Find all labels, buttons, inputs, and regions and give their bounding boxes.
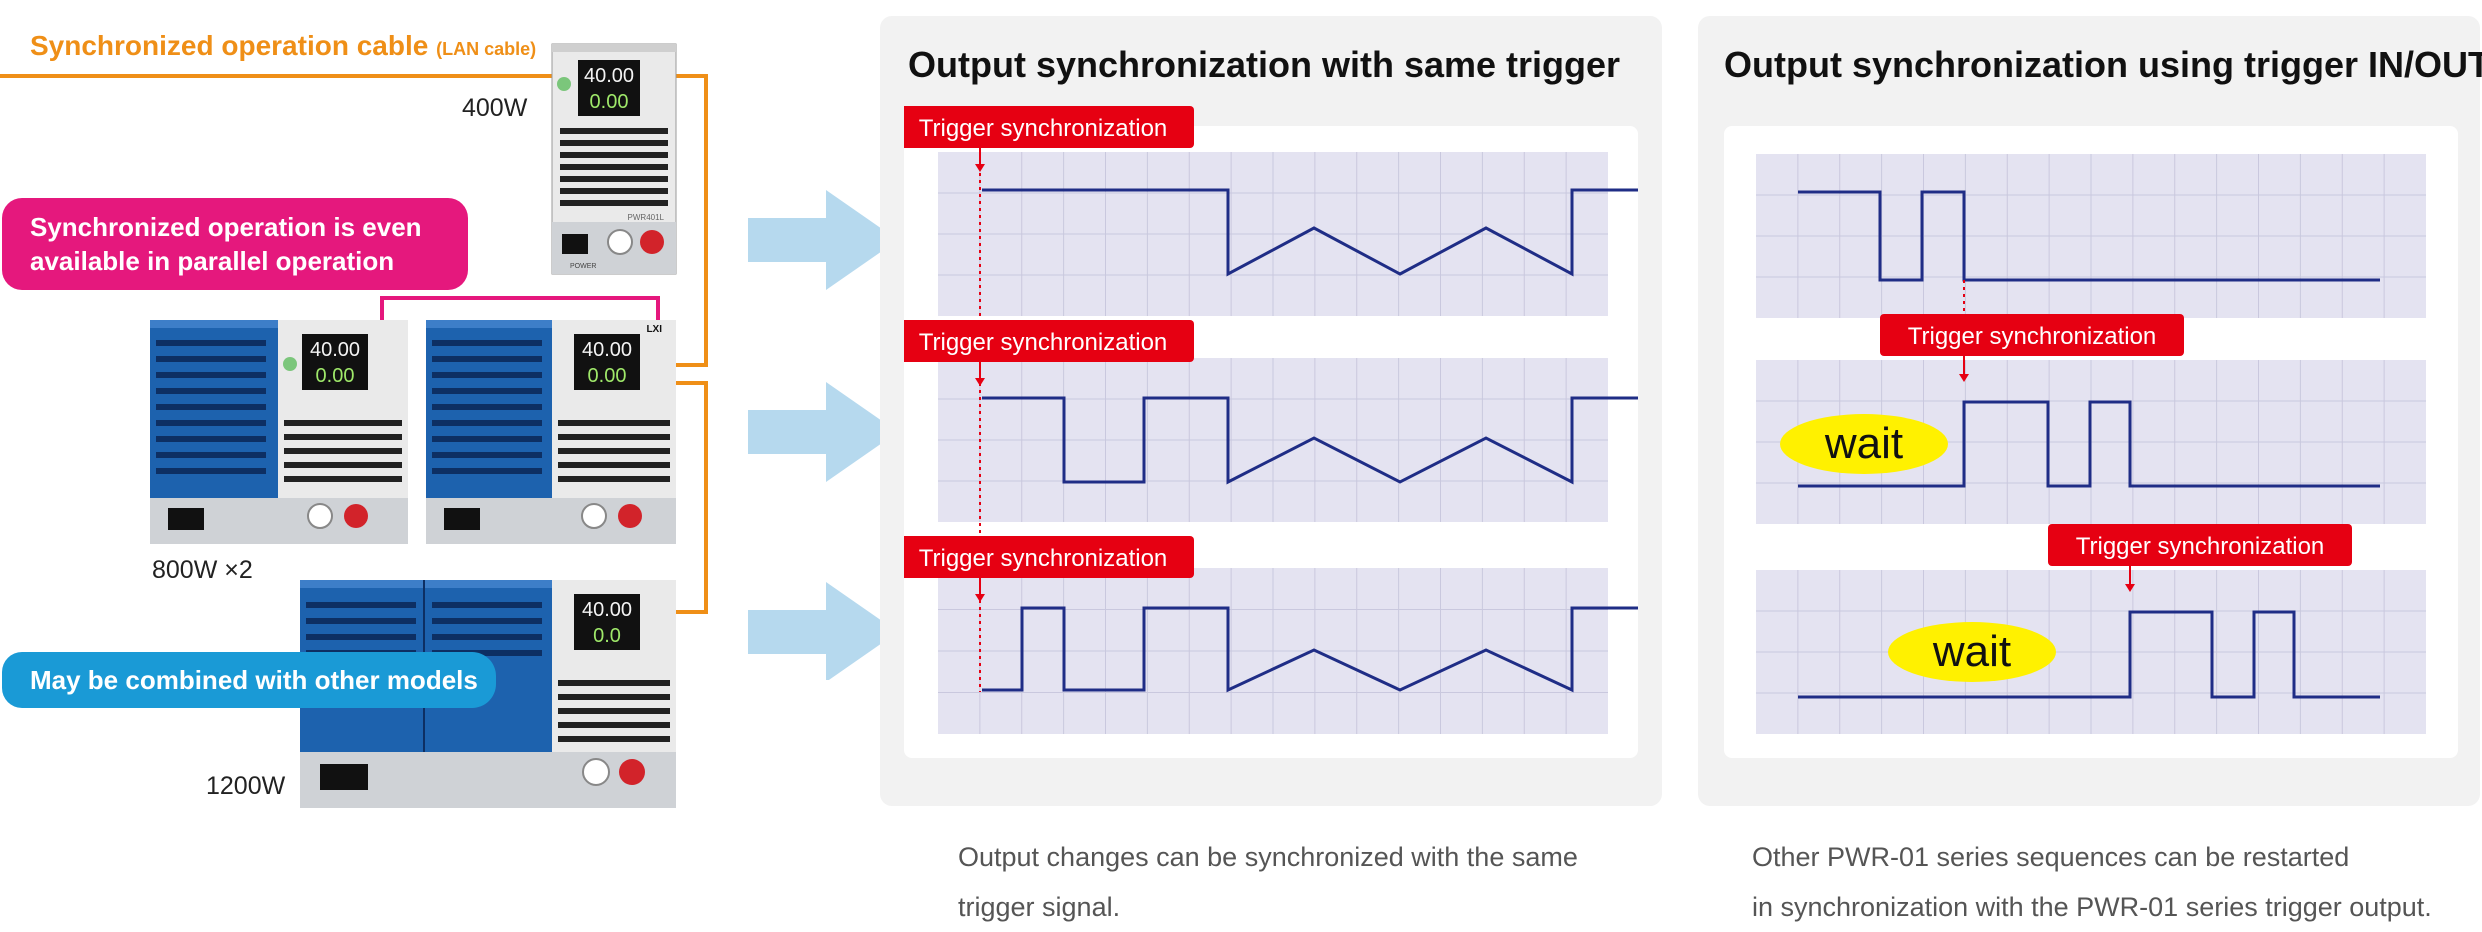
caption-same-trigger: Output changes can be synchronized with … <box>958 832 1638 932</box>
trigger-label-2: Trigger synchronization <box>904 320 1194 386</box>
svg-text:Trigger synchronization: Trigger synchronization <box>919 115 1168 142</box>
rating-400w: 400W <box>462 94 528 122</box>
svg-text:Trigger synchronization: Trigger synchronization <box>919 329 1168 356</box>
waveform-slave-1 <box>1798 400 2380 488</box>
flow-arrows <box>748 190 898 680</box>
trigger-io-diagram: Trigger synchronization Trigger synchron… <box>1756 154 2426 734</box>
trigger-label-in: Trigger synchronization <box>2048 524 2352 592</box>
rating-800w: 800W ×2 <box>152 556 253 584</box>
svg-text:0.00: 0.00 <box>588 365 627 387</box>
sync-cable-sublabel: (LAN cable) <box>436 39 537 59</box>
sync-cable-label: Synchronized operation cable (LAN cable) <box>30 30 537 61</box>
panel-same-trigger-title: Output synchronization with same trigger <box>908 44 1621 85</box>
display-voltage: 40.00 <box>584 65 634 87</box>
arrow-1 <box>748 190 898 290</box>
waveform-3 <box>982 606 1638 693</box>
svg-text:40.00: 40.00 <box>582 339 632 361</box>
svg-text:40.00: 40.00 <box>582 599 632 621</box>
caption-line: Output changes can be synchronized with … <box>958 842 1578 872</box>
svg-text:LXI: LXI <box>646 324 662 335</box>
svg-text:wait: wait <box>1824 419 1903 468</box>
unit-800w-a: 40.00 0.00 <box>150 320 408 544</box>
arrow-2 <box>748 382 898 482</box>
rating-1200w: 1200W <box>206 772 286 800</box>
svg-text:Trigger synchronization: Trigger synchronization <box>1908 323 2157 350</box>
caption-line: in synchronization with the PWR-01 serie… <box>1752 892 2432 922</box>
display-current: 0.00 <box>316 365 355 387</box>
trigger-label-1: Trigger synchronization <box>904 106 1194 172</box>
instrument-drawing: 40.00 0.00 PWR401L POWER <box>0 43 708 808</box>
instrument-illustration: 40.00 0.00 PWR401L POWER <box>0 0 720 922</box>
svg-text:wait: wait <box>1932 627 2011 676</box>
waveform-2 <box>982 396 1638 485</box>
wait-badge-1: wait <box>1780 414 1948 474</box>
parallel-cable-line <box>380 296 660 320</box>
waveform-1 <box>982 188 1638 277</box>
parallel-callout: Synchronized operation is even available… <box>2 198 468 290</box>
display-current: 0.00 <box>590 91 629 113</box>
caption-line: trigger signal. <box>958 892 1121 922</box>
trigger-label-3: Trigger synchronization <box>904 536 1194 602</box>
caption-trigger-io: Other PWR-01 series sequences can be res… <box>1752 832 2472 932</box>
waveform-slave-2 <box>1798 610 2380 699</box>
sync-cable-line-lower <box>670 381 708 614</box>
same-trigger-diagram: Trigger synchronization Trigger synchron… <box>904 106 1638 734</box>
unit-400w: 40.00 0.00 PWR401L POWER <box>551 43 677 275</box>
waveform-master <box>1798 190 2380 282</box>
svg-text:Trigger synchronization: Trigger synchronization <box>2076 533 2325 560</box>
unit-800w-b: 40.00 0.00 LXI <box>426 320 676 544</box>
svg-text:PWR401L: PWR401L <box>628 213 665 222</box>
sync-cable-line <box>0 74 708 367</box>
display-voltage: 40.00 <box>310 339 360 361</box>
combined-callout: May be combined with other models <box>2 652 496 708</box>
svg-text:Trigger synchronization: Trigger synchronization <box>919 545 1168 572</box>
arrow-3 <box>748 582 898 680</box>
caption-line: Other PWR-01 series sequences can be res… <box>1752 842 2350 872</box>
svg-text:POWER: POWER <box>570 263 596 270</box>
wait-badge-2: wait <box>1888 622 2056 682</box>
trigger-label-out: Trigger synchronization <box>1880 314 2184 382</box>
panel-trigger-io-title: Output synchronization using trigger IN/… <box>1724 44 2482 85</box>
svg-text:0.0: 0.0 <box>593 625 621 647</box>
